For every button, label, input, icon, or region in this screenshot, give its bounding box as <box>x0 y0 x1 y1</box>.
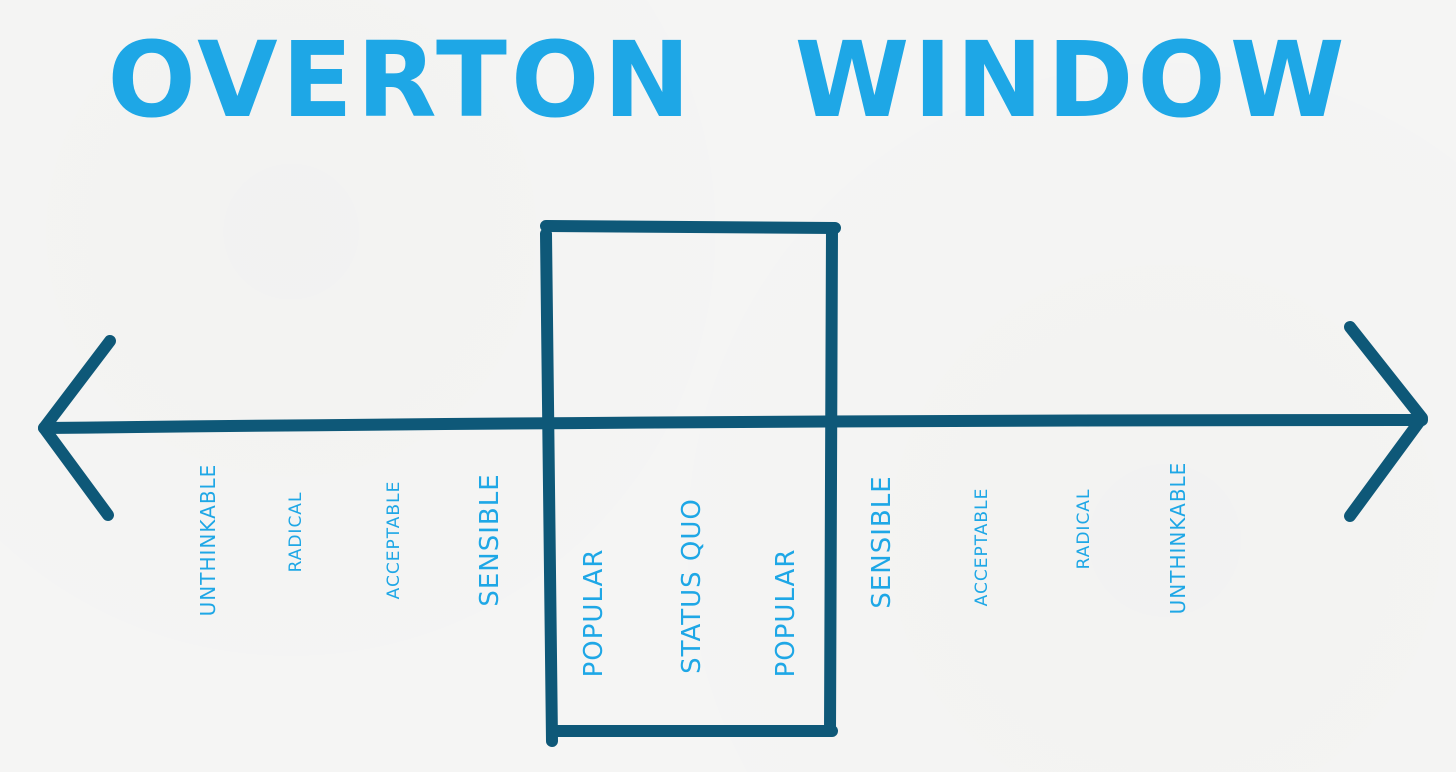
window-top-edge <box>540 220 841 234</box>
label-window-popular-left: POPULAR <box>579 548 609 678</box>
label-left-unthinkable: UNTHINKABLE <box>196 463 220 617</box>
label-right-sensible: SENSIBLE <box>867 475 897 609</box>
right-arrowhead <box>1344 321 1428 522</box>
label-left-sensible: SENSIBLE <box>475 473 505 607</box>
diagram-title: OVERTON WINDOW <box>107 19 1349 141</box>
label-window-status-quo: STATUS QUO <box>677 498 707 674</box>
label-left-radical: RADICAL <box>286 491 306 573</box>
label-left-acceptable: ACCEPTABLE <box>384 480 404 600</box>
window-right-edge <box>824 222 838 737</box>
label-right-radical: RADICAL <box>1074 488 1094 570</box>
left-arrowhead <box>38 335 116 521</box>
label-right-unthinkable: UNTHINKABLE <box>1166 461 1190 615</box>
window-left-edge <box>540 228 558 747</box>
label-window-popular-right: POPULAR <box>771 548 801 678</box>
label-right-acceptable: ACCEPTABLE <box>972 487 992 607</box>
spectrum-axis-line <box>38 414 1428 434</box>
